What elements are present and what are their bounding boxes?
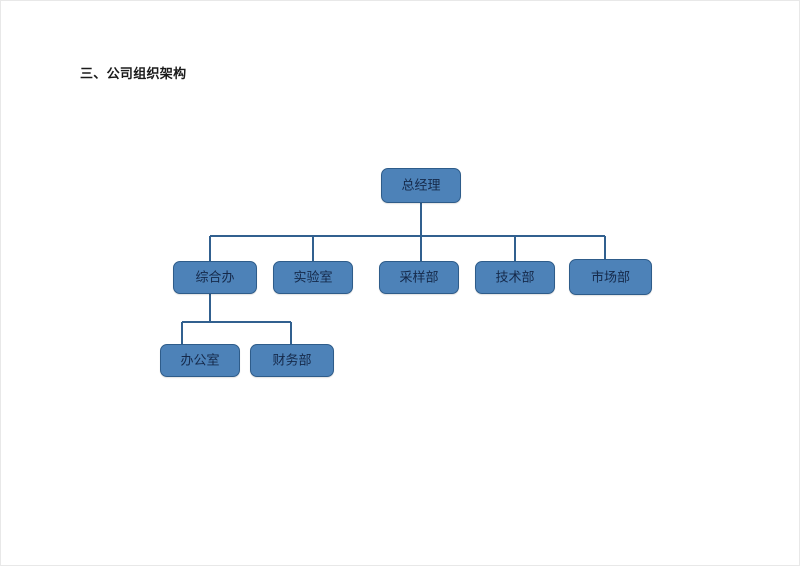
org-node-label: 市场部 [590, 269, 630, 284]
org-node-general-manager[interactable]: 总经理 [381, 168, 461, 203]
org-node-sampling-department[interactable]: 采样部 [379, 261, 459, 294]
org-node-administration-office[interactable]: 办公室 [160, 344, 240, 377]
org-node-laboratory[interactable]: 实验室 [273, 261, 353, 294]
org-node-label: 实验室 [293, 269, 333, 285]
org-node-label: 总经理 [401, 177, 441, 193]
org-node-general-affairs-office[interactable]: 综合办 [173, 261, 257, 294]
org-node-label: 财务部 [272, 352, 312, 368]
org-node-technology-department[interactable]: 技术部 [475, 261, 555, 294]
org-node-label: 采样部 [399, 269, 439, 285]
page-heading: 三、公司组织架构 [80, 66, 187, 81]
org-node-label: 综合办 [195, 269, 235, 285]
org-node-marketing-department[interactable]: 市场部 [569, 259, 652, 295]
org-node-label: 办公室 [180, 352, 220, 368]
org-node-finance-department[interactable]: 财务部 [250, 344, 334, 377]
org-node-label: 技术部 [495, 269, 535, 285]
